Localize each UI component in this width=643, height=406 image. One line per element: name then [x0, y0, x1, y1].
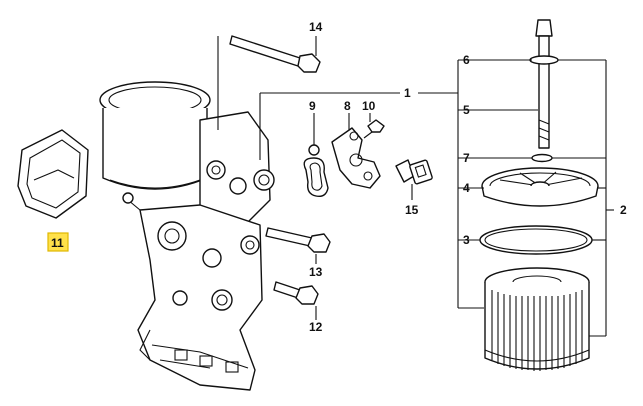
- callout-6[interactable]: 6: [463, 53, 470, 67]
- callout-14[interactable]: 14: [309, 20, 323, 34]
- callout-10[interactable]: 10: [362, 99, 376, 113]
- part-5-center-bolt[interactable]: [529, 19, 559, 149]
- callout-11[interactable]: 11: [51, 236, 64, 250]
- callout-1[interactable]: 1: [404, 86, 411, 100]
- filter-pleats: [491, 290, 583, 371]
- part-9-o-ring[interactable]: [303, 144, 329, 198]
- part-12-bolt[interactable]: [273, 281, 319, 305]
- part-14-bolt[interactable]: [229, 35, 321, 73]
- oil-filter-housing[interactable]: [99, 81, 275, 391]
- callout-13[interactable]: 13: [309, 265, 323, 279]
- part-7-seal-ring[interactable]: [531, 153, 553, 163]
- part-13-bolt[interactable]: [265, 227, 331, 253]
- callout-labels: 14 1 9 8 10 15 13 12 6 5 7 4 3 2: [309, 20, 627, 334]
- callout-15[interactable]: 15: [405, 203, 419, 217]
- callout-4[interactable]: 4: [463, 181, 470, 195]
- callout-3[interactable]: 3: [463, 233, 470, 247]
- part-11-gasket[interactable]: [17, 129, 89, 219]
- callout-8[interactable]: 8: [344, 99, 351, 113]
- part-10-screw[interactable]: [363, 119, 385, 139]
- part-4-filter-cover[interactable]: [481, 167, 599, 207]
- part-8-bracket[interactable]: [331, 127, 381, 189]
- oil-filter-element[interactable]: [484, 267, 590, 371]
- leader-lines: [217, 36, 614, 337]
- part-15-pressure-switch[interactable]: [395, 159, 433, 185]
- callout-12[interactable]: 12: [309, 320, 323, 334]
- callout-2[interactable]: 2: [620, 203, 627, 217]
- callout-5[interactable]: 5: [463, 103, 470, 117]
- callout-11-highlight[interactable]: 11: [47, 232, 69, 252]
- callout-9[interactable]: 9: [309, 99, 316, 113]
- callout-7[interactable]: 7: [463, 151, 470, 165]
- part-3-o-ring[interactable]: [479, 225, 593, 255]
